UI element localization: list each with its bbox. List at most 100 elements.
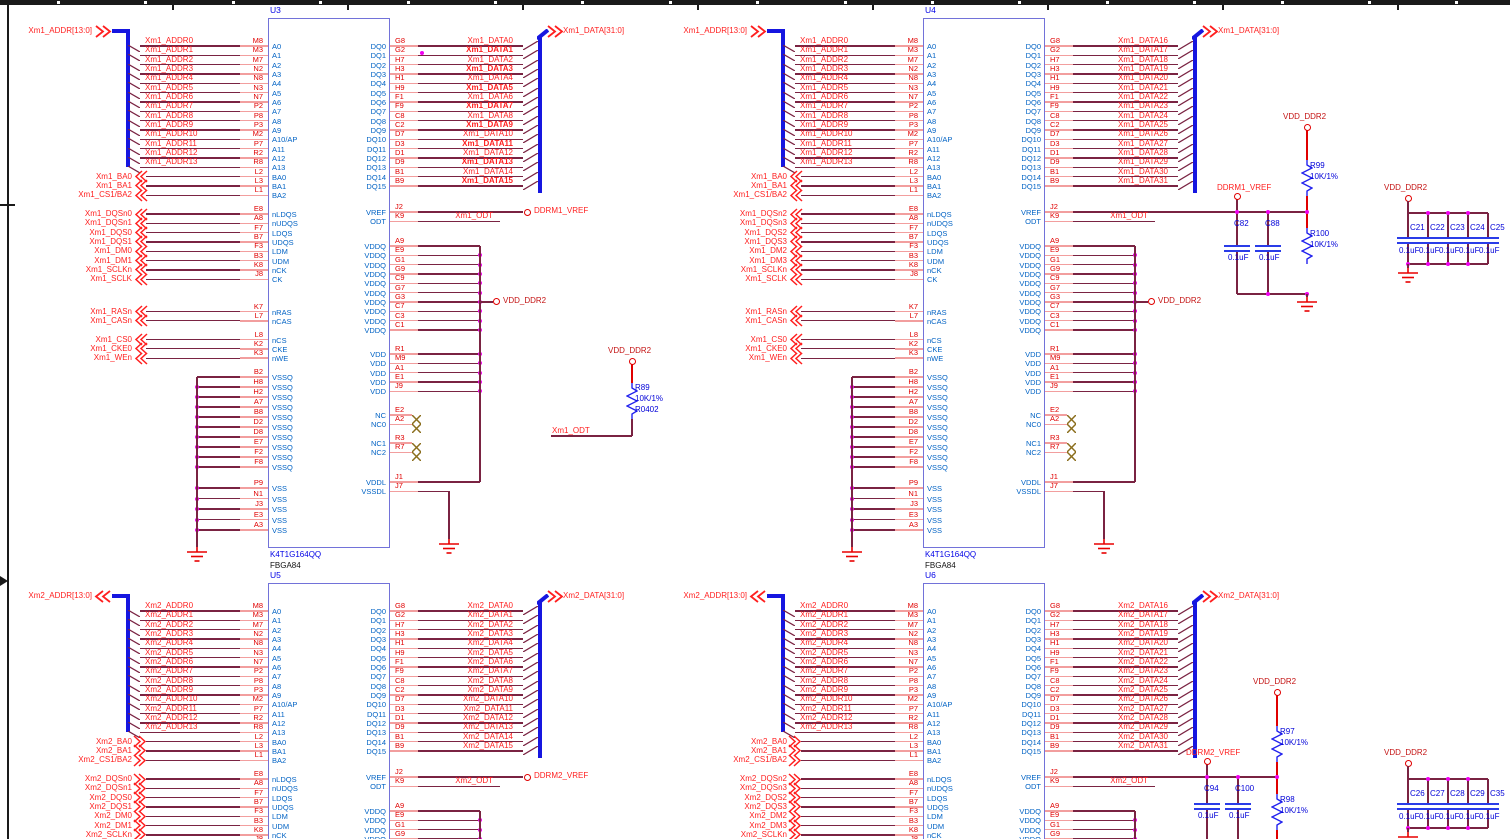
net-label[interactable]: Xm1_SCLKn xyxy=(740,264,787,274)
capacitor-refdes[interactable]: C27 xyxy=(1430,789,1445,798)
net-label[interactable]: Xm1_DATA14 xyxy=(463,166,513,176)
net-label[interactable]: Xm1_CS1/BA2 xyxy=(78,190,132,200)
bus-net-label[interactable]: Xm2_DATA[31:0] xyxy=(563,591,625,600)
net-label[interactable]: Xm1_ADDR11 xyxy=(145,138,197,148)
power-symbol[interactable] xyxy=(1147,298,1155,306)
net-label[interactable]: Xm2_DATA5 xyxy=(467,647,514,657)
chip-refdes[interactable]: U3 xyxy=(270,5,281,15)
capacitor-value[interactable]: 0.1uF xyxy=(1198,811,1219,820)
net-label[interactable]: Xm1_DATA7 xyxy=(466,101,513,111)
net-label[interactable]: Xm1_DM0 xyxy=(94,246,132,256)
capacitor-value[interactable]: 0.1uF xyxy=(1439,812,1460,821)
net-label[interactable]: Xm2_DQS1 xyxy=(89,801,132,811)
net-label[interactable]: Xm2_ADDR12 xyxy=(800,712,853,722)
capacitor-symbol[interactable] xyxy=(1255,245,1281,247)
net-label[interactable]: Xm2_DATA28 xyxy=(1118,712,1168,722)
net-label[interactable]: Xm1_DM2 xyxy=(749,246,787,256)
net-label[interactable]: Xm2_ADDR1 xyxy=(145,610,194,620)
net-label[interactable]: Xm2_ADDR3 xyxy=(145,628,194,638)
net-label[interactable]: Xm1_BA1 xyxy=(750,180,787,190)
net-label[interactable]: Xm1_ODT xyxy=(455,211,493,221)
net-label[interactable]: Xm2_ODT xyxy=(1110,776,1148,786)
net-label[interactable]: Xm2_DATA27 xyxy=(1118,703,1168,713)
net-label[interactable]: Xm1_BA1 xyxy=(95,180,132,190)
bus-net-label[interactable]: Xm2_DATA[31:0] xyxy=(1218,591,1280,600)
net-label[interactable]: Xm2_DQSn3 xyxy=(739,783,787,793)
capacitor-refdes[interactable]: C94 xyxy=(1204,784,1219,793)
net-label[interactable]: Xm2_ADDR6 xyxy=(800,656,849,666)
chip-U6-body[interactable] xyxy=(923,583,1045,839)
vref-terminal[interactable] xyxy=(1203,757,1211,765)
resistor-value[interactable]: 10K/1% xyxy=(635,394,664,403)
capacitor-refdes[interactable]: C28 xyxy=(1450,789,1465,798)
net-label[interactable]: Xm2_DATA14 xyxy=(463,731,513,741)
net-label[interactable]: Xm2_ADDR2 xyxy=(800,619,849,629)
net-label[interactable]: Xm1_DATA11 xyxy=(462,138,513,148)
resistor-footprint[interactable]: R0402 xyxy=(635,405,659,414)
net-label[interactable]: Xm2_ADDR12 xyxy=(145,712,198,722)
net-label[interactable]: Xm2_ADDR11 xyxy=(145,703,197,713)
net-label[interactable]: Xm1_CASn xyxy=(745,315,787,325)
capacitor-refdes[interactable]: C22 xyxy=(1430,223,1445,232)
net-label[interactable]: Xm1_CKE0 xyxy=(745,343,787,353)
net-label[interactable]: Xm2_ADDR4 xyxy=(145,638,194,648)
net-label[interactable]: Xm2_DATA24 xyxy=(1118,675,1168,685)
ground-icon[interactable] xyxy=(438,539,460,557)
net-label[interactable]: Xm2_SCLKn xyxy=(740,829,787,839)
net-label[interactable]: Xm1_DATA29 xyxy=(1118,157,1168,167)
capacitor-symbol[interactable] xyxy=(1437,237,1459,239)
capacitor-symbol[interactable] xyxy=(1477,803,1499,805)
power-symbol[interactable] xyxy=(492,298,500,306)
net-label[interactable]: Xm2_DATA10 xyxy=(463,694,513,704)
net-label[interactable]: Xm1_CS0 xyxy=(95,334,132,344)
net-label[interactable]: Xm1_ADDR1 xyxy=(800,45,849,55)
vref-terminal[interactable] xyxy=(523,208,531,216)
capacitor-symbol[interactable] xyxy=(1477,242,1499,244)
net-label[interactable]: Xm1_DATA8 xyxy=(467,110,514,120)
net-label[interactable]: Xm1_ODT xyxy=(1110,211,1148,221)
ground-icon[interactable] xyxy=(186,547,208,565)
capacitor-refdes[interactable]: C26 xyxy=(1410,789,1425,798)
chip-package[interactable]: FBGA84 xyxy=(925,561,956,570)
resistor-symbol[interactable] xyxy=(1300,160,1314,196)
vref-terminal[interactable] xyxy=(1233,192,1241,200)
net-label[interactable]: Xm1_ADDR8 xyxy=(145,110,194,120)
resistor-refdes[interactable]: R97 xyxy=(1280,727,1295,736)
net-label[interactable]: Xm2_DATA18 xyxy=(1118,619,1168,629)
capacitor-value[interactable]: 0.1uF xyxy=(1459,812,1480,821)
net-label[interactable]: Xm2_DQSn1 xyxy=(84,783,132,793)
resistor-value[interactable]: 10K/1% xyxy=(1280,806,1309,815)
net-label[interactable]: Xm2_ADDR2 xyxy=(145,619,194,629)
net-label[interactable]: Xm2_ADDR13 xyxy=(800,722,853,732)
net-label[interactable]: Xm1_ADDR8 xyxy=(800,110,849,120)
net-label[interactable]: Xm2_DATA3 xyxy=(467,628,514,638)
net-label[interactable]: Xm2_BA1 xyxy=(95,745,132,755)
net-label[interactable]: Xm2_ADDR10 xyxy=(145,694,198,704)
chip-refdes[interactable]: U4 xyxy=(925,5,936,15)
net-label[interactable]: Xm2_ADDR4 xyxy=(800,638,849,648)
chip-U5-body[interactable] xyxy=(268,583,390,839)
capacitor-value[interactable]: 0.1uF xyxy=(1229,811,1250,820)
net-label[interactable]: Xm2_DATA25 xyxy=(1118,684,1168,694)
net-label[interactable]: Xm1_ADDR7 xyxy=(145,101,194,111)
net-label[interactable]: Xm1_ADDR5 xyxy=(800,82,849,92)
net-label[interactable]: Xm2_DQSn2 xyxy=(739,774,787,783)
net-label[interactable]: Xm1_DATA18 xyxy=(1118,54,1168,64)
power-net-label[interactable]: VDD_DDR2 xyxy=(1283,112,1327,121)
net-label[interactable]: Xm1_RASn xyxy=(90,306,132,316)
net-label[interactable]: Xm1_DQS1 xyxy=(89,236,132,246)
bus[interactable] xyxy=(112,29,128,33)
bus-net-label[interactable]: Xm2_ADDR[13:0] xyxy=(683,591,747,600)
chip-package[interactable]: FBGA84 xyxy=(270,561,301,570)
net-label[interactable]: Xm2_ADDR11 xyxy=(800,703,852,713)
net-label[interactable]: Xm2_ADDR5 xyxy=(145,647,194,657)
net-label[interactable]: Xm1_ADDR7 xyxy=(800,101,849,111)
net-label[interactable]: Xm1_ADDR12 xyxy=(145,147,198,157)
net-label[interactable]: Xm1_ADDR3 xyxy=(800,63,849,73)
net-label[interactable]: DDRM1_VREF xyxy=(1217,183,1272,192)
capacitor-symbol[interactable] xyxy=(1224,250,1250,252)
capacitor-refdes[interactable]: C23 xyxy=(1450,223,1465,232)
capacitor-symbol[interactable] xyxy=(1417,237,1439,239)
net-label[interactable]: Xm1_ADDR9 xyxy=(145,119,194,129)
capacitor-value[interactable]: 0.1uF xyxy=(1419,812,1440,821)
